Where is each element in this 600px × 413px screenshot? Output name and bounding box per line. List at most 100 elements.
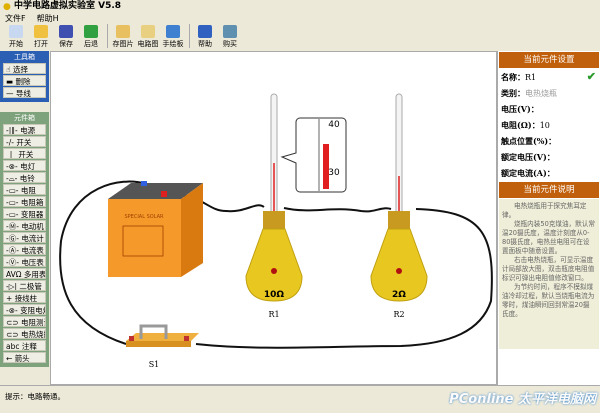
part-label: 开关 bbox=[16, 138, 32, 147]
toolbar-button[interactable]: 存图片 bbox=[111, 24, 135, 49]
toolbar-label: 手绘板 bbox=[162, 40, 184, 48]
part-label: 电流表 bbox=[21, 246, 44, 255]
resistance-row[interactable]: 电阻(Ω)：10 bbox=[498, 117, 600, 133]
part-label: 二极管 bbox=[19, 282, 42, 291]
part-item[interactable]: -Ⓜ- 电动机 bbox=[3, 220, 46, 231]
flask-r2[interactable]: 2Ω R2 bbox=[370, 93, 428, 319]
toolbar-button[interactable]: 打开 bbox=[29, 24, 53, 49]
part-icon: — bbox=[6, 89, 14, 98]
part-item[interactable]: -Ⓖ- 电流计 bbox=[3, 232, 46, 243]
part-item[interactable]: -/- 开关 bbox=[3, 136, 46, 147]
part-icon: ← bbox=[6, 354, 13, 363]
part-item[interactable]: + 接线柱 bbox=[3, 292, 46, 303]
part-label: 电铃 bbox=[19, 174, 35, 183]
tool-item[interactable]: ▬ 删除 bbox=[3, 75, 46, 86]
part-icon: -⊗- bbox=[6, 306, 18, 315]
name-row[interactable]: 名称：R1✔ bbox=[498, 69, 600, 85]
part-icon: AVΩ bbox=[6, 270, 22, 279]
r1-label: R1 bbox=[268, 310, 279, 319]
part-icon: ⊂⊃ bbox=[6, 318, 19, 327]
part-item[interactable]: -⌓- 电铃 bbox=[3, 172, 46, 183]
part-icon: ☝ bbox=[6, 65, 11, 74]
tool-item[interactable]: ☝ 选择 bbox=[3, 63, 46, 74]
switch-s1[interactable]: S1 bbox=[126, 324, 199, 369]
part-item[interactable]: ⊂⊃ 电阻测试 bbox=[3, 316, 46, 327]
part-item[interactable]: -Ⓐ- 电流表 bbox=[3, 244, 46, 255]
part-label: 电压表 bbox=[21, 258, 44, 267]
part-item[interactable]: -|‖- 电源 bbox=[3, 124, 46, 135]
contact-label: 触点位置(%)： bbox=[501, 136, 557, 146]
check-icon[interactable]: ✔ bbox=[586, 70, 596, 83]
title-bar: ●中学电路虚拟实验室 V5.8 bbox=[0, 0, 600, 13]
part-item[interactable]: -▷| 二极管 bbox=[3, 280, 46, 291]
toolbar-button[interactable]: 保存 bbox=[54, 24, 78, 49]
toolbar-icon bbox=[9, 25, 23, 38]
part-item[interactable]: -▭- 变阻器 bbox=[3, 208, 46, 219]
toolbar-label: 开始 bbox=[9, 40, 23, 48]
part-item[interactable]: -Ⓥ- 电压表 bbox=[3, 256, 46, 267]
rated-current-label: 额定电流(A)： bbox=[501, 168, 555, 178]
part-icon: -▭- bbox=[6, 186, 19, 195]
toolbar-separator bbox=[189, 24, 190, 48]
part-icon: -Ⓐ- bbox=[6, 246, 19, 255]
tool-item[interactable]: — 导线 bbox=[3, 87, 46, 98]
toolbar-label: 电路图 bbox=[137, 40, 159, 48]
part-label: 多用表 bbox=[23, 270, 46, 279]
toolbar-button[interactable]: 开始 bbox=[4, 24, 28, 49]
name-value[interactable]: R1 bbox=[525, 73, 537, 82]
desc-paragraph: 右击电热烧瓶，可显示温度计局部放大图，双击瓶底电阻值标识可弹出电阻值修改窗口。 bbox=[502, 256, 595, 282]
resistance-value[interactable]: 10 bbox=[539, 121, 550, 130]
part-label: 变阻器 bbox=[20, 210, 44, 219]
toolbar-icon bbox=[84, 25, 98, 38]
part-label: 注释 bbox=[21, 342, 37, 351]
rated-voltage-row[interactable]: 额定电压(V)： bbox=[498, 149, 600, 165]
description-text: 电热烧瓶用于探究焦耳定律。 烧瓶内装50克煤油，默认常温20摄氏度，温度计刻度从… bbox=[499, 199, 599, 349]
part-icon: -▭- bbox=[6, 210, 19, 219]
part-icon: + bbox=[6, 294, 13, 303]
circuit-canvas[interactable]: SPECIAL SOLAR 10Ω R1 40 30 2Ω R2 S1 bbox=[50, 51, 497, 385]
toolbar-button[interactable]: 电路图 bbox=[136, 24, 160, 49]
part-item[interactable]: -⊗- 电灯 bbox=[3, 160, 46, 171]
status-bar: 提示：电路畅通。 bbox=[0, 385, 600, 413]
settings-header: 当前元件设置 bbox=[499, 52, 599, 68]
toolbar-button[interactable]: 购买 bbox=[218, 24, 242, 49]
toolbar-icon bbox=[166, 25, 180, 38]
part-item[interactable]: abc 注释 bbox=[3, 340, 46, 351]
part-item[interactable]: ⊂⊃ 电热烧瓶 bbox=[3, 328, 46, 339]
part-icon: -/- bbox=[6, 138, 14, 147]
battery[interactable]: SPECIAL SOLAR bbox=[108, 181, 203, 277]
voltage-label: 电压(V)： bbox=[501, 104, 539, 114]
part-label: 电阻测试 bbox=[20, 318, 45, 327]
contact-row[interactable]: 触点位置(%)： bbox=[498, 133, 600, 149]
toolbar-button[interactable]: 手绘板 bbox=[161, 24, 185, 49]
flask-r1[interactable]: 10Ω R1 bbox=[245, 93, 303, 319]
s1-label: S1 bbox=[149, 360, 160, 369]
part-label: 电热烧瓶 bbox=[20, 330, 45, 339]
toolbox: 工具箱 ☝ 选择▬ 删除— 导线 bbox=[0, 51, 49, 102]
part-label: 电阻箱 bbox=[20, 198, 44, 207]
part-item[interactable]: AVΩ 多用表 bbox=[3, 268, 46, 279]
part-icon: -⊗- bbox=[6, 162, 18, 171]
toolbar-button[interactable]: 帮助 bbox=[193, 24, 217, 49]
part-icon: -Ⓥ- bbox=[6, 258, 19, 267]
part-item[interactable]: ← 箭头 bbox=[3, 352, 46, 363]
voltage-row[interactable]: 电压(V)： bbox=[498, 101, 600, 117]
part-item[interactable]: -⊗- 变阻电灯 bbox=[3, 304, 46, 315]
toolbar-icon bbox=[198, 25, 212, 38]
menu-file[interactable]: 文件F bbox=[5, 14, 26, 23]
part-icon: -▷| bbox=[6, 282, 18, 291]
desc-paragraph: 电热烧瓶用于探究焦耳定律。 bbox=[502, 202, 587, 219]
part-label: 导线 bbox=[15, 89, 31, 98]
part-item[interactable]: -▭- 电阻箱 bbox=[3, 196, 46, 207]
toolbar-icon bbox=[223, 25, 237, 38]
toolbar-label: 存图片 bbox=[112, 40, 134, 48]
part-item[interactable]: -▭- 电阻 bbox=[3, 184, 46, 195]
part-item[interactable]: _|_ 开关 bbox=[3, 148, 46, 159]
toolbar-separator bbox=[107, 24, 108, 48]
toolbar-button[interactable]: 后退 bbox=[79, 24, 103, 49]
zoom-top-value: 40 bbox=[328, 120, 340, 130]
part-label: 电灯 bbox=[20, 162, 36, 171]
menu-help[interactable]: 帮助H bbox=[36, 14, 59, 23]
rated-current-row[interactable]: 额定电流(A)： bbox=[498, 165, 600, 181]
part-label: 接线柱 bbox=[14, 294, 38, 303]
